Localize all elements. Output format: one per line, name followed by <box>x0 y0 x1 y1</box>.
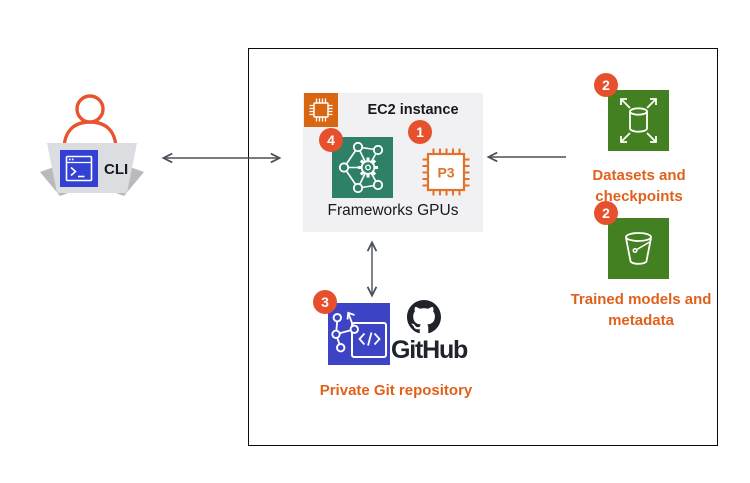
datasets-storage-icon <box>608 90 669 151</box>
trained-models-caption: Trained models and metadata <box>570 291 712 329</box>
step-badge-4: 4 <box>319 128 343 152</box>
git-repository-icon <box>328 303 390 365</box>
step-badge-2-datasets: 2 <box>594 73 618 97</box>
github-octocat-icon <box>407 300 441 334</box>
private-git-repo-caption: Private Git repository <box>319 382 473 399</box>
ec2-panel-title: EC2 instance <box>367 102 459 118</box>
ec2-chip-icon <box>304 93 338 127</box>
cli-user-group: CLI <box>40 94 144 196</box>
github-wordmark: GitHub <box>391 336 468 364</box>
terminal-icon <box>60 150 98 187</box>
step-badge-3: 3 <box>313 290 337 314</box>
p3-chip-icon: P3 <box>422 148 470 196</box>
datasets-caption: Datasets and checkpoints <box>592 167 686 205</box>
step-badge-1: 1 <box>408 120 432 144</box>
sagemaker-ml-icon <box>332 137 393 198</box>
frameworks-gpus-label: Frameworks GPUs <box>327 202 459 219</box>
boundary-box <box>248 48 718 446</box>
person-icon <box>62 94 118 151</box>
s3-bucket-icon <box>608 218 669 279</box>
step-badge-2-models: 2 <box>594 201 618 225</box>
p3-label: P3 <box>437 165 454 181</box>
cli-label: CLI <box>104 161 128 178</box>
gear-icon <box>358 157 378 178</box>
